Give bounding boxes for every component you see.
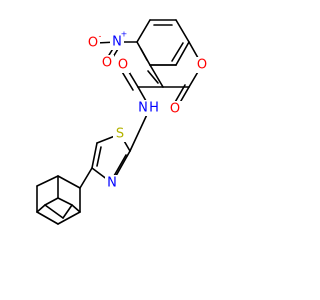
label-bg — [110, 34, 124, 50]
bond-c3-c4 — [149, 64, 164, 88]
charge-nitro-n: + — [121, 30, 128, 39]
bond-ad-9 — [36, 204, 46, 213]
bond-c5-c4-inner — [96, 146, 102, 167]
label-bg — [105, 175, 119, 191]
atom-nitro-o-minus: O — [88, 36, 98, 51]
bond-c5-c4 — [91, 142, 98, 169]
label-bg — [113, 126, 127, 142]
atom-nitro-o: O — [102, 56, 112, 71]
charge-nitro-o: - — [99, 32, 102, 41]
bond-ad-2 — [36, 175, 59, 187]
label-bg — [168, 101, 182, 117]
bond-n3-c2-inner — [113, 154, 127, 177]
label-bg — [100, 55, 114, 71]
bond-ad-10 — [57, 197, 73, 206]
bond-c8-c8a — [175, 19, 190, 43]
atom-lactone-o: O — [170, 102, 180, 117]
label-bg — [116, 57, 130, 73]
atom-ring-o: O — [197, 58, 207, 73]
bond-c3-c4-inner — [147, 70, 159, 84]
label-bg — [136, 100, 162, 116]
bond-amide-c-o-double — [120, 69, 134, 91]
bond-c8a-c4a-inner — [171, 42, 184, 62]
bond-ad-8 — [44, 197, 59, 206]
molecule-structure: N + O - O O N H O O S N — [36, 19, 209, 225]
bond-c6-c7 — [136, 19, 151, 43]
atom-nitro-n: N — [112, 35, 122, 50]
bond-ad-11 — [71, 204, 81, 213]
bond-layer — [36, 19, 203, 225]
atom-thiazole-n: N — [107, 176, 117, 191]
bond-ad-4 — [36, 211, 59, 225]
bond-c5-c6-inner — [140, 48, 148, 61]
bond-ad-5 — [57, 211, 81, 225]
bond-c4-adamantyl — [79, 167, 93, 189]
atom-thiazole-s: S — [116, 127, 124, 142]
bond-c8a-c4a — [175, 41, 190, 66]
atom-amide-h: H — [149, 101, 159, 116]
label-bg — [86, 35, 100, 51]
atom-amide-o: O — [118, 58, 128, 73]
atom-label-layer: N + O - O O N H O O S N — [86, 30, 209, 191]
bond-ad-12 — [44, 204, 64, 219]
atom-amide-n: N — [138, 101, 148, 116]
label-bg — [195, 57, 209, 73]
bond-ad-1 — [57, 175, 81, 189]
bond-c2-o-double — [173, 84, 186, 105]
bond-ad-13 — [62, 204, 73, 219]
